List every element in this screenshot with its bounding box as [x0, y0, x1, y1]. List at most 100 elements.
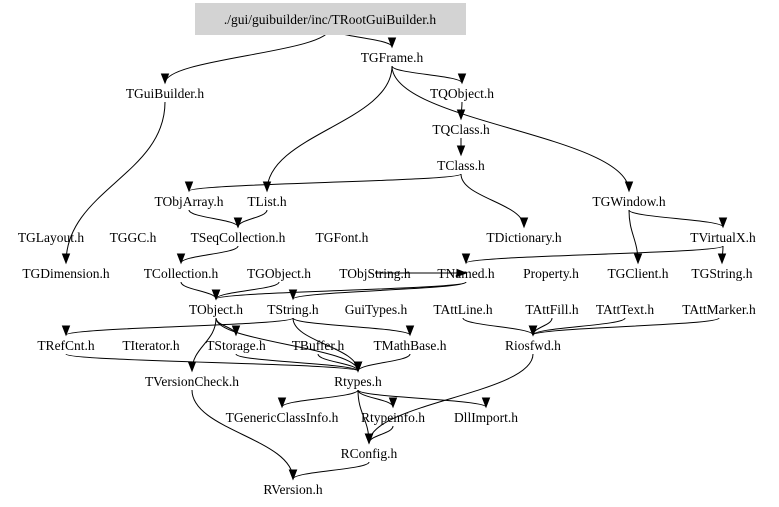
arrowhead-icon	[481, 397, 491, 409]
node-TGDimension[interactable]: TGDimension.h	[22, 266, 110, 281]
node-label: RConfig.h	[341, 446, 398, 461]
edge-TClass-to-TDictionary	[460, 173, 525, 228]
node-label: TGLayout.h	[18, 230, 85, 245]
arrowhead-icon	[718, 217, 728, 229]
node-label: TDictionary.h	[486, 230, 561, 245]
node-TAttText[interactable]: TAttText.h	[596, 302, 655, 317]
node-TMathBase[interactable]: TMathBase.h	[373, 338, 446, 353]
node-label: Rtypes.h	[334, 374, 382, 389]
node-TGenericClassInfo[interactable]: TGenericClassInfo.h	[226, 410, 339, 425]
arrowhead-icon	[288, 469, 298, 481]
node-TGuiBuilder[interactable]: TGuiBuilder.h	[126, 86, 205, 101]
node-RVersion[interactable]: RVersion.h	[263, 482, 323, 497]
edge-Rtypes-to-DllImport	[357, 389, 487, 408]
root-node-background	[195, 3, 466, 35]
node-TGClient[interactable]: TGClient.h	[607, 266, 668, 281]
arrowhead-icon	[160, 73, 170, 85]
arrowhead-icon	[461, 253, 471, 265]
node-label: TGClient.h	[607, 266, 668, 281]
node-TStorage[interactable]: TStorage.h	[206, 338, 266, 353]
node-TGFrame[interactable]: TGFrame.h	[361, 50, 424, 65]
node-TCollection[interactable]: TCollection.h	[144, 266, 219, 281]
edge-TAttLine-to-Riosfwd	[462, 317, 534, 336]
arrowhead-icon	[187, 361, 197, 373]
node-TGWindow[interactable]: TGWindow.h	[592, 194, 665, 209]
arrowhead-icon	[233, 217, 243, 229]
node-TString[interactable]: TString.h	[267, 302, 319, 317]
node-TNamed[interactable]: TNamed.h	[437, 266, 495, 281]
arrowhead-icon	[633, 253, 643, 265]
node-label: TMathBase.h	[373, 338, 446, 353]
node-label: TStorage.h	[206, 338, 266, 353]
node-RConfig[interactable]: RConfig.h	[341, 446, 398, 461]
node-TIterator[interactable]: TIterator.h	[122, 338, 180, 353]
arrowhead-icon	[288, 289, 298, 301]
node-Rtypeinfo[interactable]: Rtypeinfo.h	[361, 410, 425, 425]
node-TAttMarker[interactable]: TAttMarker.h	[682, 302, 756, 317]
arrowhead-icon	[262, 181, 272, 193]
arrowhead-icon	[353, 361, 363, 373]
node-label: Riosfwd.h	[505, 338, 561, 353]
node-root[interactable]: ./gui/guibuilder/inc/TRootGuiBuilder.h	[195, 3, 466, 35]
node-TDictionary[interactable]: TDictionary.h	[486, 230, 561, 245]
node-TAttFill[interactable]: TAttFill.h	[525, 302, 579, 317]
edge-TCollection-to-TObject	[180, 281, 217, 300]
node-TGLayout[interactable]: TGLayout.h	[18, 230, 85, 245]
node-label: TGWindow.h	[592, 194, 665, 209]
node-label: TObjString.h	[339, 266, 411, 281]
node-DllImport[interactable]: DllImport.h	[454, 410, 518, 425]
node-TGString[interactable]: TGString.h	[691, 266, 752, 281]
node-TList[interactable]: TList.h	[247, 194, 287, 209]
edge-TString-to-TMathBase	[292, 317, 411, 336]
node-TGObject[interactable]: TGObject.h	[247, 266, 311, 281]
node-label: TGDimension.h	[22, 266, 110, 281]
node-TBuffer[interactable]: TBuffer.h	[292, 338, 345, 353]
node-TVersionCheck[interactable]: TVersionCheck.h	[145, 374, 239, 389]
node-TSeqCollection[interactable]: TSeqCollection.h	[191, 230, 286, 245]
node-label: TQObject.h	[430, 86, 494, 101]
node-Property[interactable]: Property.h	[523, 266, 579, 281]
node-TQObject[interactable]: TQObject.h	[430, 86, 494, 101]
edge-TGWindow-to-TVirtualX	[628, 209, 724, 228]
edge-TGFrame-to-TList	[266, 65, 393, 192]
node-TClass[interactable]: TClass.h	[437, 158, 485, 173]
node-label: DllImport.h	[454, 410, 518, 425]
node-label: TGuiBuilder.h	[126, 86, 205, 101]
node-TGGC[interactable]: TGGC.h	[110, 230, 157, 245]
node-Rtypes[interactable]: Rtypes.h	[334, 374, 382, 389]
node-label: TVersionCheck.h	[145, 374, 239, 389]
node-TQClass[interactable]: TQClass.h	[432, 122, 490, 137]
node-TObjString[interactable]: TObjString.h	[339, 266, 411, 281]
node-label: TCollection.h	[144, 266, 219, 281]
node-TVirtualX[interactable]: TVirtualX.h	[690, 230, 756, 245]
arrowhead-icon	[184, 181, 194, 193]
node-TAttLine[interactable]: TAttLine.h	[433, 302, 493, 317]
arrowhead-icon	[231, 325, 241, 337]
edges-layer	[61, 27, 728, 481]
node-TGFont[interactable]: TGFont.h	[316, 230, 369, 245]
node-label: ./gui/guibuilder/inc/TRootGuiBuilder.h	[224, 12, 436, 27]
node-label: TGenericClassInfo.h	[226, 410, 339, 425]
node-label: TObjArray.h	[155, 194, 224, 209]
arrowhead-icon	[61, 325, 71, 337]
node-label: TAttText.h	[596, 302, 655, 317]
node-label: TGObject.h	[247, 266, 311, 281]
arrowhead-icon	[457, 73, 467, 85]
edge-TAttMarker-to-Riosfwd	[532, 317, 720, 336]
node-TObject[interactable]: TObject.h	[189, 302, 243, 317]
arrowhead-icon	[456, 268, 468, 278]
arrowhead-icon	[277, 397, 287, 409]
edge-Riosfwd-to-RConfig	[368, 353, 534, 444]
node-GuiTypes[interactable]: GuiTypes.h	[345, 302, 408, 317]
arrowhead-icon	[387, 37, 397, 49]
node-label: TIterator.h	[122, 338, 180, 353]
node-label: Rtypeinfo.h	[361, 410, 425, 425]
node-TRefCnt[interactable]: TRefCnt.h	[37, 338, 95, 353]
node-TObjArray[interactable]: TObjArray.h	[155, 194, 224, 209]
node-Riosfwd[interactable]: Riosfwd.h	[505, 338, 561, 353]
node-label: TGString.h	[691, 266, 752, 281]
arrowhead-icon	[624, 181, 634, 193]
node-label: Property.h	[523, 266, 579, 281]
edge-TGFrame-to-TGWindow	[391, 65, 630, 192]
